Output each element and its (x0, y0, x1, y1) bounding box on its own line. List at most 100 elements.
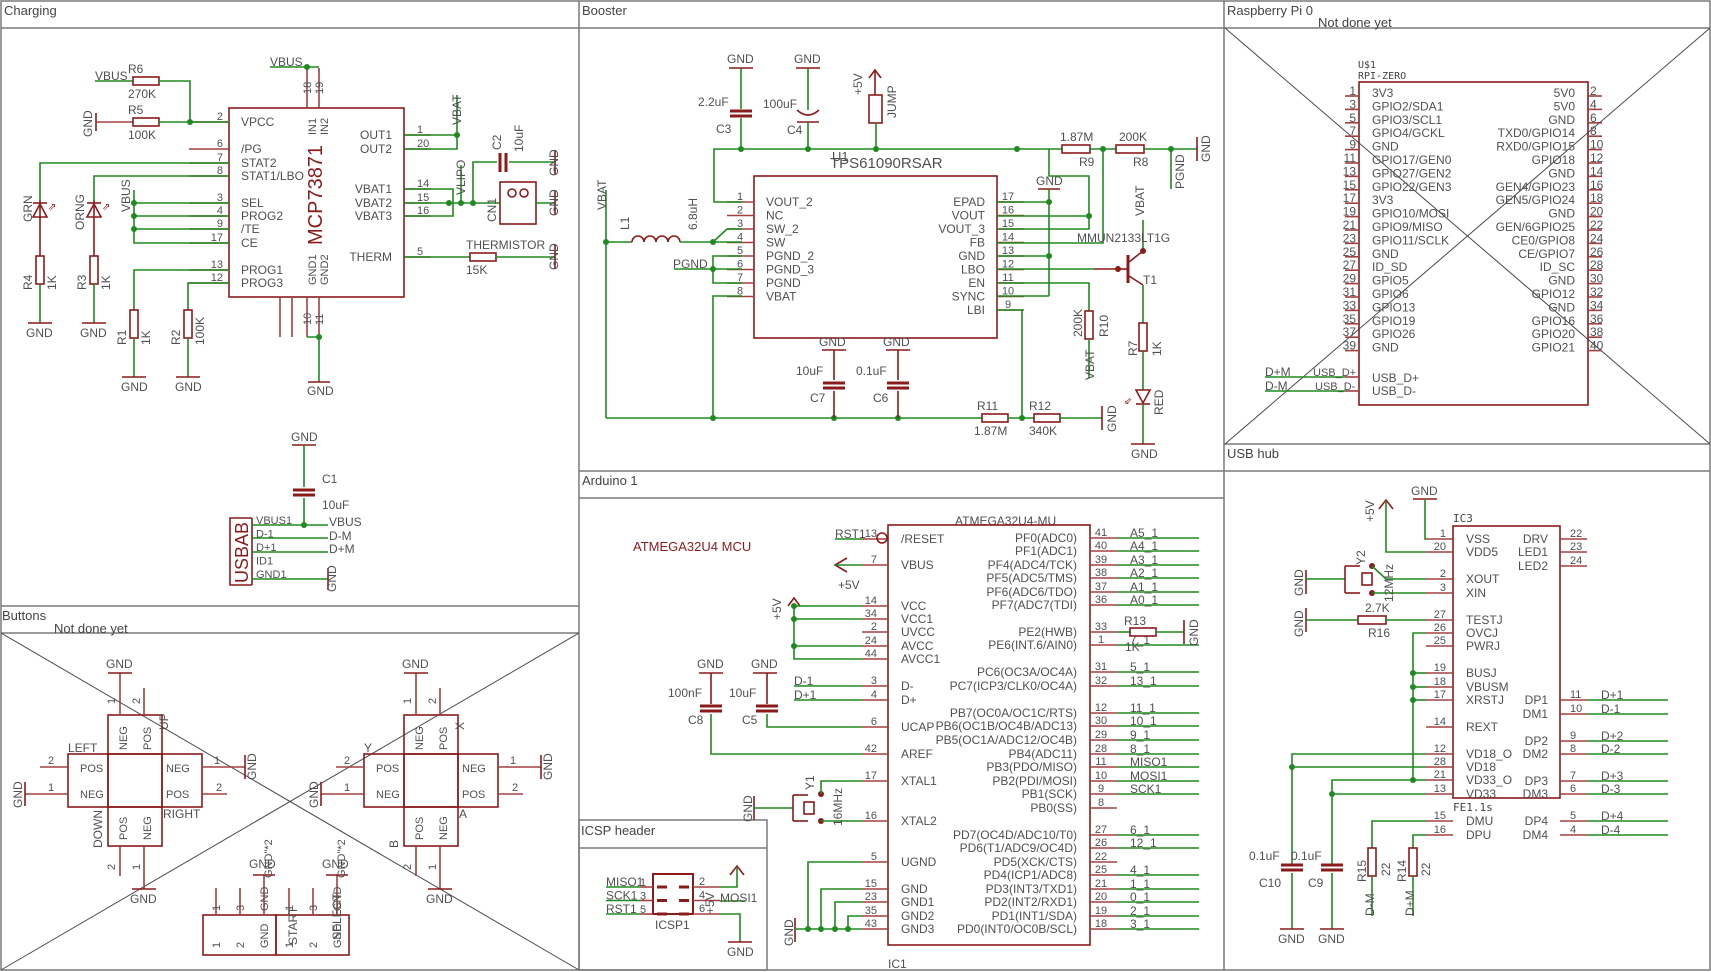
pin-num: 32 (1095, 675, 1107, 687)
pin-num: 4 (871, 689, 877, 701)
pin-name: GND (1548, 166, 1575, 180)
resistor-r11[interactable] (981, 413, 1009, 423)
pin-num: 12 (211, 272, 223, 284)
pin-num: 19 (314, 82, 326, 94)
pin-name: EPAD (953, 195, 985, 209)
pin-num: 11 (314, 314, 326, 325)
gnd-label: GND (291, 430, 318, 444)
pin-num: 21 (1434, 769, 1446, 781)
r2-name: R2 (169, 329, 183, 345)
net-label: 12_1 (1130, 836, 1157, 850)
pin-name: VSS (1466, 532, 1490, 546)
pin-name: DPU (1466, 828, 1491, 842)
pin-name: GPIO21 (1532, 341, 1576, 355)
inductor-l1[interactable] (631, 235, 681, 243)
pin-num: 35 (1343, 312, 1357, 326)
pin-num: 16 (1434, 824, 1446, 836)
pin-name: PD2(INT2/RXD1) (984, 895, 1077, 909)
c2-value: 10uF (512, 125, 526, 152)
connector-cn1[interactable] (499, 181, 537, 225)
crystal-y2[interactable] (1361, 572, 1373, 586)
buttons-note: Not done yet (54, 621, 128, 636)
pin-name: LBI (967, 303, 985, 317)
pin-name: PB5(OC1A/ADC12/OC4B) (936, 733, 1077, 747)
pin-name: PE2(HWB) (1018, 625, 1077, 639)
pin-name: TESTJ (1466, 613, 1503, 627)
pin-num: 8 (1570, 743, 1576, 755)
pin-num: 1 (211, 942, 223, 948)
usb-connector[interactable] (229, 517, 252, 586)
resistor-r7[interactable] (1138, 322, 1148, 352)
gnd-label: GND (80, 326, 107, 340)
pin-name: PD0(INT0/OC0B/SCL) (957, 922, 1077, 936)
jumper-jump[interactable] (868, 94, 883, 124)
net-dm: D-M (1363, 893, 1377, 916)
gnd-label: GND (1318, 932, 1345, 946)
resistor-r16[interactable] (1357, 615, 1387, 625)
pin-name: PGND_2 (766, 249, 814, 263)
resistor-r15[interactable] (1367, 847, 1377, 877)
tps61090-ic[interactable] (753, 175, 998, 339)
resistor-r2[interactable] (183, 309, 193, 339)
c6-name: C6 (873, 391, 889, 405)
resistor-r1[interactable] (129, 309, 139, 339)
gnd-label: GND (741, 795, 755, 822)
r7-name: R7 (1126, 340, 1140, 356)
pin-num: 30 (1590, 272, 1604, 286)
pin-name: DM1 (1523, 707, 1549, 721)
resistor-r4[interactable] (35, 255, 45, 285)
pin-num: 1 (1349, 84, 1356, 98)
dir-left: LEFT (68, 741, 98, 755)
led-light-icon: ⇗ (102, 202, 110, 213)
section-title-buttons: Buttons (2, 608, 47, 623)
pin-name: GND (901, 882, 928, 896)
resistor-r6[interactable] (132, 76, 160, 86)
pin-name: PD3(INT3/TXD1) (986, 882, 1077, 896)
r14-value: 22 (1419, 862, 1433, 876)
dir-right: A (459, 807, 467, 821)
section-title-arduino: Arduino 1 (582, 473, 638, 488)
pin-name: DP1 (1525, 693, 1549, 707)
pin-name: XTAL2 (901, 814, 937, 828)
pin-num: 13 (1343, 164, 1357, 178)
pin-num: 5 (1570, 810, 1576, 822)
resistor-r8[interactable] (1115, 144, 1145, 154)
pin-num: 13 (1434, 783, 1446, 795)
gnd-label: GND (249, 857, 276, 871)
pin-num: 24 (1590, 231, 1604, 245)
atmega32u4-ic[interactable] (887, 524, 1091, 946)
pin-name: GND (1372, 247, 1399, 261)
fe11s-ic[interactable] (1452, 525, 1561, 799)
net-label: 2_1 (1130, 904, 1150, 918)
pin-name: PF6(ADC6/TDO) (986, 585, 1077, 599)
crystal-y1[interactable] (803, 801, 815, 815)
gnd-label: GND (727, 52, 754, 66)
led-red[interactable] (1134, 389, 1152, 405)
pin-num: 20 (1095, 891, 1107, 903)
resistor-r14[interactable] (1408, 847, 1418, 877)
icsp-header[interactable] (652, 873, 694, 915)
net-label: MISO1 (1130, 755, 1168, 769)
net-label: D+2 (1601, 729, 1624, 743)
pin-num: 29 (1095, 729, 1107, 741)
usb-pin-name: VBUS1 (256, 515, 292, 527)
pin-name: SYNC (952, 290, 986, 304)
pin-name: PB1(SCK) (1022, 787, 1077, 801)
pin-num: 29 (1343, 272, 1357, 286)
section-title-rpi: Raspberry Pi 0 (1227, 3, 1313, 18)
resistor-r9[interactable] (1061, 144, 1091, 154)
resistor-r3[interactable] (89, 255, 99, 285)
gnd-label: GND (1292, 610, 1306, 637)
pin-name: USB_D+ (1313, 367, 1356, 379)
pin-num: 27 (1343, 258, 1357, 272)
resistor-r5[interactable] (132, 117, 160, 127)
net-vlipo: VLIPO (454, 160, 468, 195)
usb-pin-name: GND1 (256, 569, 287, 581)
pin-num: 26 (1095, 837, 1107, 849)
y2-name: Y2 (1354, 550, 1368, 565)
thermistor[interactable] (469, 252, 497, 262)
resistor-r10[interactable] (1084, 310, 1094, 340)
pin-num: GND (332, 924, 344, 949)
resistor-r12[interactable] (1033, 413, 1061, 423)
